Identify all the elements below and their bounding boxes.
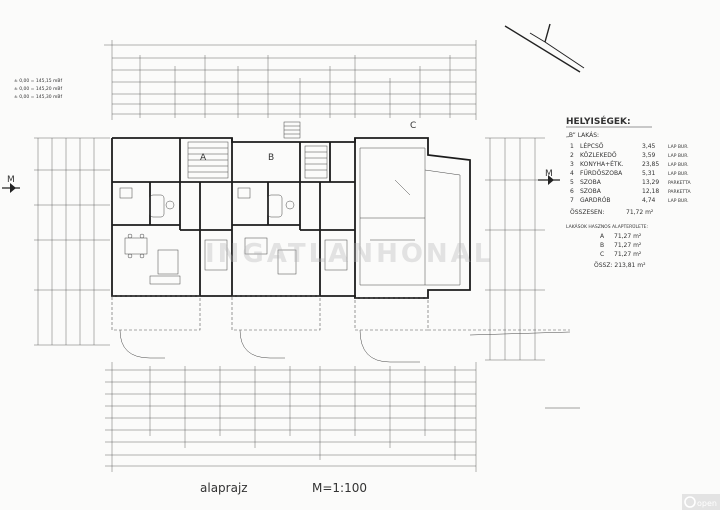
room-floor: LAP BUR. — [668, 162, 689, 168]
right-dimension-chains — [485, 137, 545, 361]
elevation-note: ± 0,00 = 145,30 mBf — [14, 94, 62, 100]
section-label-left: M — [7, 175, 15, 185]
room-number: 7 — [570, 197, 574, 204]
top-dimension-chains — [104, 40, 477, 120]
legend-row: 4 FÜRDŐSZOBA 5,31 LAP BUR. — [570, 170, 689, 177]
room-name: SZOBA — [580, 188, 602, 195]
unit-row-area: 71,27 m² — [614, 251, 642, 258]
unit-row-name: A — [600, 233, 605, 240]
room-area: 12,18 — [642, 188, 659, 195]
unit-row-area: 71,27 m² — [614, 242, 642, 249]
room-number: 3 — [570, 161, 574, 168]
building-walls — [111, 121, 471, 299]
legend-row: 3 KONYHA+ÉTK. 23,85 LAP BUR. — [570, 160, 689, 168]
units-heading: LAKÁSOK HASZNOS ALAPTERÜLETE: — [566, 223, 648, 230]
room-name: KÖZLEKEDŐ — [580, 152, 617, 159]
legend-total-label: ÖSSZESEN: — [570, 209, 604, 216]
legend-rows: 1 LÉPCSŐ 3,45 LAP BUR. 2 KÖZLEKEDŐ 3,59 … — [570, 142, 691, 204]
unit-label-a: A — [200, 153, 207, 163]
room-area: 4,74 — [642, 197, 656, 204]
elevation-note: ± 0,00 = 145,20 mBf — [14, 86, 62, 92]
unit-label-c: C — [410, 121, 416, 131]
bottom-dimension-chains — [105, 362, 477, 472]
room-number: 2 — [570, 152, 574, 159]
room-floor: LAP BUR. — [668, 153, 689, 159]
watermark: INGATLANHONAL — [205, 239, 493, 269]
legend-row: 6 SZOBA 12,18 PARKETTA — [570, 188, 691, 195]
legend-row: 7 GARDRÓB 4,74 LAP BUR. — [570, 197, 689, 204]
unit-row-area: 71,27 m² — [614, 233, 642, 240]
room-floor: PARKETTA — [668, 189, 691, 195]
unit-row-name: B — [600, 242, 604, 249]
room-number: 1 — [570, 143, 574, 150]
room-area: 5,31 — [642, 170, 656, 177]
room-legend: HELYISÉGEK: „B” LAKÁS: 1 LÉPCSŐ 3,45 LAP… — [566, 115, 691, 269]
grand-total: ÖSSZ: 213,81 m² — [594, 262, 646, 269]
room-name: GARDRÓB — [580, 197, 611, 204]
left-dimension-chains — [34, 137, 110, 346]
room-area: 23,85 — [642, 161, 659, 168]
drawing-title: alaprajz — [200, 481, 248, 495]
room-area: 3,59 — [642, 152, 656, 159]
room-floor: LAP BUR. — [668, 198, 689, 204]
room-floor: PARKETTA — [668, 180, 691, 186]
legend-total-value: 71,72 m² — [626, 209, 654, 216]
room-floor: LAP BUR. — [668, 144, 689, 150]
room-number: 4 — [570, 170, 574, 177]
legend-heading: HELYISÉGEK: — [566, 115, 631, 127]
legend-subheading: „B” LAKÁS: — [566, 132, 599, 139]
legend-row: 1 LÉPCSŐ 3,45 LAP BUR. — [570, 142, 689, 150]
room-number: 6 — [570, 188, 574, 195]
elevation-notes: ± 0,00 = 145,15 mBf ± 0,00 = 145,20 mBf … — [14, 78, 62, 100]
section-marker-left — [2, 183, 20, 193]
unit-row-name: C — [600, 251, 604, 258]
section-marker-right — [538, 175, 560, 185]
room-name: FÜRDŐSZOBA — [580, 170, 623, 177]
room-number: 5 — [570, 179, 574, 186]
legend-row: 2 KÖZLEKEDŐ 3,59 LAP BUR. — [570, 152, 689, 159]
elevation-note: ± 0,00 = 145,15 mBf — [14, 78, 62, 84]
north-arrow-icon — [504, 23, 585, 73]
room-area: 13,29 — [642, 179, 659, 186]
unit-label-b: B — [268, 153, 274, 163]
room-name: LÉPCSŐ — [580, 142, 604, 150]
room-name: KONYHA+ÉTK. — [580, 160, 624, 168]
corner-logo: open — [682, 494, 720, 510]
section-label-right: M — [545, 169, 553, 179]
room-name: SZOBA — [580, 179, 602, 186]
room-floor: LAP BUR. — [668, 171, 689, 177]
drawing-scale: M=1:100 — [312, 481, 367, 495]
legend-row: 5 SZOBA 13,29 PARKETTA — [570, 179, 691, 186]
corner-logo-text: open — [697, 499, 717, 508]
terraces — [111, 295, 580, 409]
room-area: 3,45 — [642, 143, 656, 150]
